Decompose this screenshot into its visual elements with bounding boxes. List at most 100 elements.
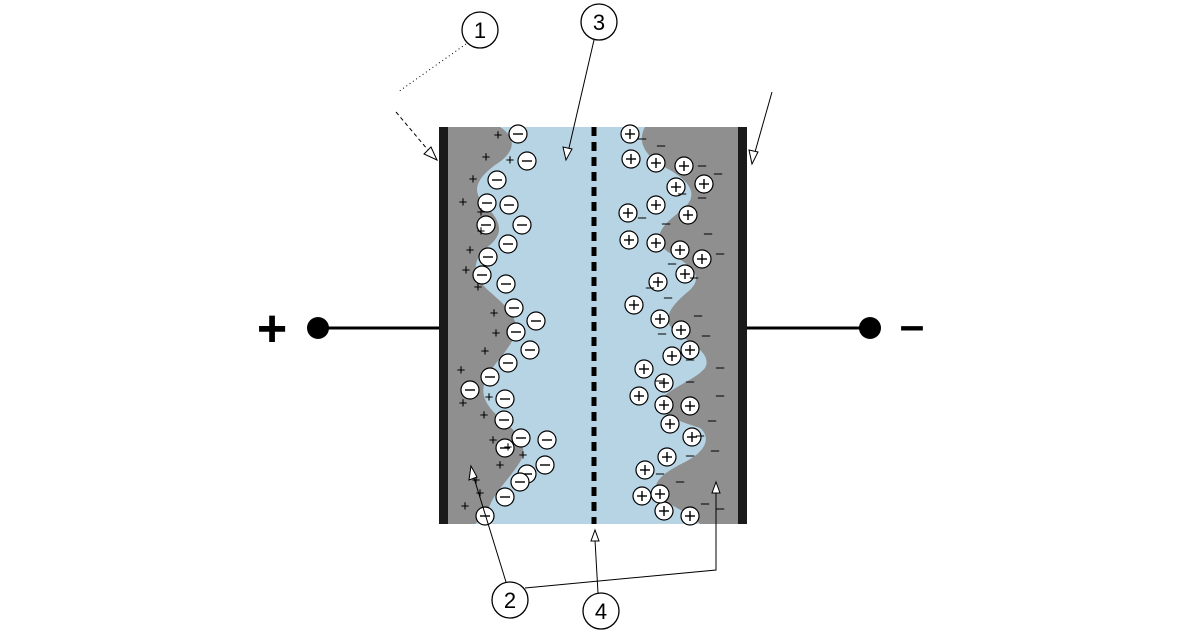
cation — [692, 249, 712, 269]
electrode-negative-charge: – — [686, 373, 695, 390]
anion — [460, 380, 480, 400]
callout-3-label: 3 — [593, 10, 605, 35]
cation — [662, 346, 682, 366]
callout-1-arrowhead-left — [423, 146, 439, 162]
anion — [476, 215, 496, 235]
electrode-negative-charge: – — [656, 465, 665, 482]
electrode-negative-charge: – — [716, 245, 725, 262]
electrode-positive-charge: + — [506, 152, 515, 169]
cation — [650, 484, 670, 504]
electrode-negative-charge: – — [708, 412, 717, 429]
anion — [477, 193, 497, 213]
cation — [678, 205, 698, 225]
cation — [680, 340, 700, 360]
electrode-negative-charge: – — [638, 209, 647, 226]
electrode-negative-charge: – — [676, 473, 685, 490]
callout-1-leader-right — [754, 91, 773, 153]
left-current-collector — [439, 127, 448, 524]
cation — [620, 124, 640, 144]
anion — [511, 428, 531, 448]
callout-1-leader-dotted — [397, 43, 467, 93]
anion — [498, 353, 518, 373]
anion — [517, 151, 537, 171]
electrode-positive-charge: + — [474, 279, 483, 296]
electrode-negative-charge: – — [696, 427, 705, 444]
cation — [648, 272, 668, 292]
anion — [472, 265, 492, 285]
callout-4-label: 4 — [595, 599, 607, 624]
anion — [537, 430, 557, 450]
electrode-negative-charge: – — [698, 157, 707, 174]
electrode-negative-charge: – — [657, 137, 666, 154]
electrode-negative-charge: – — [704, 225, 713, 242]
electrode-negative-charge: – — [662, 215, 671, 232]
electrode-positive-charge: + — [482, 149, 491, 166]
electrode-negative-charge: – — [716, 500, 725, 517]
anion-layer — [460, 124, 557, 526]
electrode-positive-charge: + — [476, 485, 485, 502]
cation — [621, 149, 641, 169]
electrode-positive-charge: + — [480, 407, 489, 424]
electrode-positive-charge: + — [489, 432, 498, 449]
cation — [654, 373, 674, 393]
electrode-negative-charge: – — [702, 327, 711, 344]
cation — [624, 295, 644, 315]
cation — [680, 396, 700, 416]
electrode-positive-charge: + — [519, 447, 528, 464]
electrode-positive-charge: + — [496, 457, 505, 474]
electrode-positive-charge: + — [459, 395, 468, 412]
callout-2-arrowhead-right — [711, 480, 721, 494]
callout-4-circle — [582, 592, 620, 630]
anion — [535, 455, 555, 475]
callout-3-leader — [568, 39, 595, 149]
cation — [680, 506, 700, 526]
anion — [512, 215, 532, 235]
electrode-negative-charge: – — [638, 130, 647, 147]
anion — [495, 487, 515, 507]
positive-terminal-dot — [307, 317, 329, 339]
anion — [520, 340, 540, 360]
cation — [654, 501, 674, 521]
anion — [496, 274, 516, 294]
anion — [495, 438, 515, 458]
electrode-negative-charge: – — [658, 325, 667, 342]
right-electrode-charges: –––––––––––––––––––––––––––––– — [638, 130, 725, 517]
anion — [475, 506, 495, 526]
anion — [504, 298, 524, 318]
electrode-negative-charge: – — [668, 255, 677, 272]
electrode-negative-charge: – — [664, 289, 673, 306]
callout-4-arrowhead — [590, 528, 600, 542]
cation — [650, 309, 670, 329]
cation — [657, 447, 677, 467]
callout-2-leader-left — [473, 477, 507, 583]
electrode-positive-charge: + — [469, 171, 478, 188]
anion — [478, 247, 498, 267]
electrode-negative-charge: – — [686, 447, 695, 464]
cation — [675, 264, 695, 284]
anion — [498, 234, 518, 254]
cation — [694, 174, 714, 194]
cation — [619, 230, 639, 250]
cation — [646, 195, 666, 215]
callout-2-leader-right — [524, 492, 717, 589]
anion — [508, 124, 528, 144]
electrode-positive-charge: + — [459, 194, 468, 211]
electrode-positive-charge: + — [492, 325, 501, 342]
electrode-positive-charge: + — [477, 204, 486, 221]
negative-terminal-dot — [859, 317, 881, 339]
electrode-positive-charge: + — [466, 242, 475, 259]
cation-layer — [618, 124, 714, 526]
electrode-positive-charge: + — [477, 223, 486, 240]
cation — [670, 240, 690, 260]
electrode-positive-charge: + — [485, 389, 494, 406]
electrode-negative-charge: – — [714, 165, 723, 182]
cation — [646, 233, 666, 253]
anion — [506, 322, 526, 342]
callout-2-label: 2 — [504, 588, 516, 613]
anion — [480, 367, 500, 387]
cation — [682, 427, 702, 447]
electrode-positive-charge: + — [472, 472, 481, 489]
anion — [499, 195, 519, 215]
cation — [646, 153, 666, 173]
